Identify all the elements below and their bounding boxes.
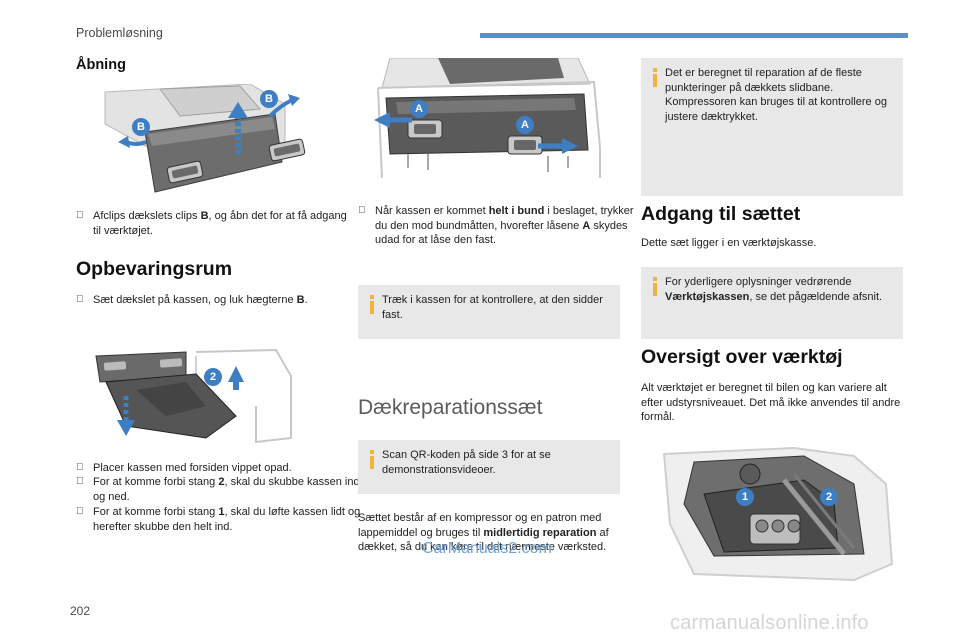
heading-tool-overview: Oversigt over værktøj [641,346,843,368]
heading-repair-kit: Dækreparationssæt [358,396,543,419]
header-accent-bar [480,33,908,38]
repair-kit-description: Sættet består af en kompressor og en pat… [358,512,609,553]
info-icon [366,450,378,470]
page-number: 202 [70,604,91,618]
callout-a-right: A [516,116,534,134]
callout-2: 2 [204,368,222,386]
info-box-qr: Scan QR-koden på side 3 for at se demons… [358,440,620,494]
bullet-past-bar-2:  For at komme forbi stang 2, skal du sk… [76,475,363,504]
callout-a-left: A [410,100,428,118]
heading-access: Adgang til sættet [641,203,801,225]
callout-1: 1 [736,488,754,506]
bullet-storage:  Sæt dækslet på kassen, og luk hægterne… [76,293,363,308]
watermark-carmanualsonline[interactable]: carmanualsonline.info [670,612,869,634]
info-box-toolbox: For yderligere oplysninger vedrørende Væ… [641,267,903,339]
access-text: Dette sæt ligger i en værktøjskasse. [641,237,817,249]
overview-text: Alt værktøjet er beregnet til bilen og k… [641,382,901,423]
illustration-locks: A A [368,58,608,192]
section-title: Problemløsning [76,26,163,40]
illustration-storage: 2 [86,346,298,446]
bullet-place-box:  Placer kassen med forsiden vippet opad… [76,461,363,476]
info-box-check-fit: Træk i kassen for at kontrollere, at den… [358,285,620,339]
callout-b-left: B [132,118,150,136]
info-box-puncture: Det er beregnet til reparation af de fle… [641,58,903,196]
info-icon [649,277,661,297]
heading-storage: Opbevaringsrum [76,258,233,280]
info-icon [649,68,661,88]
bullet-marker-icon:  [76,461,84,476]
info-icon [366,295,378,315]
bullet-marker-icon:  [76,475,84,490]
illustration-tools: 1 2 [654,444,900,586]
bullet-past-bar-1:  For at komme forbi stang 1, skal du lø… [76,505,363,534]
callout-2-tools: 2 [820,488,838,506]
illustration-open-cover: B B [100,84,318,196]
bullet-marker-icon:  [76,209,84,224]
bullet-marker-icon:  [358,204,366,219]
bullet-locks:  Når kassen er kommet helt i bund i bes… [358,204,637,248]
heading-open: Åbning [76,57,126,73]
bullet-marker-icon:  [76,293,84,308]
watermark-carmanuals2[interactable]: CarManuals2.com [422,540,552,557]
bullet-marker-icon:  [76,505,84,520]
callout-b-right: B [260,90,278,108]
bullet-open:  Afclips dækslets clips B, og åbn det f… [76,209,355,238]
